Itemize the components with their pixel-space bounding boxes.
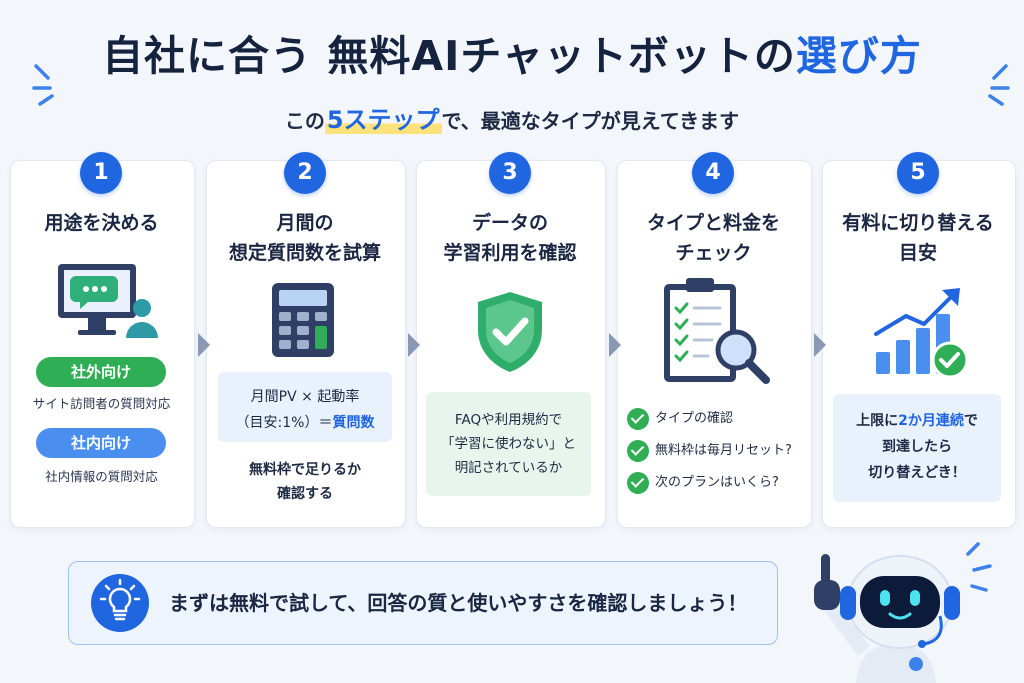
external-description: サイト訪問者の質問対応	[32, 396, 171, 411]
sparkle-right-icon	[988, 64, 1010, 106]
pill-external: 社外向け	[36, 357, 166, 387]
subtitle-highlight: 5ステップ	[324, 106, 442, 134]
check-circle-icon	[627, 408, 649, 430]
arrow-right-icon	[198, 333, 210, 357]
check-circle-icon	[627, 472, 649, 494]
bottom-banner: まずは無料で試して、回答の質と使いやすさを確認しましょう！	[68, 561, 778, 645]
shield-check-icon	[478, 292, 542, 372]
page-title: 自社に合う 無料AIチャットボットの選び方	[0, 22, 1024, 82]
check-item: 次のプランはいくら?	[627, 472, 792, 504]
check-circle-icon	[627, 440, 649, 462]
clipboard-magnifier-icon	[664, 278, 770, 384]
step-title-1: 用途を決める	[44, 212, 159, 234]
lightbulb-icon	[91, 574, 149, 632]
monitor-chat-icon	[58, 264, 158, 338]
step-title-3: データの 学習利用を確認	[443, 212, 577, 264]
limit-line-1: 上限に2か月連続で	[856, 413, 978, 429]
step-title-5: 有料に切り替える 目安	[842, 212, 994, 264]
step-number-2: 2	[284, 152, 326, 194]
formula-line-2: （目安:1%）＝質問数	[235, 415, 375, 431]
step-2-note: 無料枠で足りるか 確認する	[249, 462, 361, 502]
title-accent: 選び方	[795, 32, 922, 80]
title-main: 自社に合う 無料AIチャットボットの	[102, 32, 796, 80]
subtitle-prefix: この	[284, 109, 325, 133]
robot-mascot-icon	[814, 542, 992, 683]
step-title-4: タイプと料金を チェック	[646, 212, 780, 264]
arrow-right-icon	[814, 333, 826, 357]
internal-description: 社内情報の質問対応	[45, 469, 158, 484]
subtitle-suffix: で、最適なタイプが見えてきます	[441, 109, 740, 133]
growth-chart-icon	[874, 288, 969, 379]
step-title-2: 月間の 想定質問数を試算	[228, 212, 381, 264]
formula-line-1: 月間PV × 起動率	[250, 389, 360, 405]
step-4-checklist: タイプの確認 無料枠は毎月リセット? 次のプランはいくら?	[627, 408, 792, 504]
step-5-limit: 上限に2か月連続で 到達したら 切り替えどき！	[833, 394, 1001, 502]
banner-text: まずは無料で試して、回答の質と使いやすさを確認しましょう！	[169, 591, 748, 615]
arrow-right-icon	[408, 333, 420, 357]
check-item: タイプの確認	[627, 408, 792, 440]
check-item: 無料枠は毎月リセット?	[627, 440, 792, 472]
calculator-icon	[272, 283, 334, 357]
arrow-right-icon	[609, 333, 621, 357]
step-number-4: 4	[692, 152, 734, 194]
formula-result: 質問数	[332, 415, 375, 431]
sparkle-left-icon	[32, 64, 54, 106]
step-number-1: 1	[80, 152, 122, 194]
step-3-description: FAQや利用規約で 「学習に使わない」と 明記されているか	[426, 392, 591, 496]
step-number-3: 3	[489, 152, 531, 194]
step-number-5: 5	[897, 152, 939, 194]
pill-internal: 社内向け	[36, 428, 166, 458]
formula-box: 月間PV × 起動率 （目安:1%）＝質問数	[218, 372, 392, 442]
step-card-1	[10, 160, 195, 528]
subtitle: この5ステップで、最適なタイプが見えてきます	[0, 100, 1024, 135]
